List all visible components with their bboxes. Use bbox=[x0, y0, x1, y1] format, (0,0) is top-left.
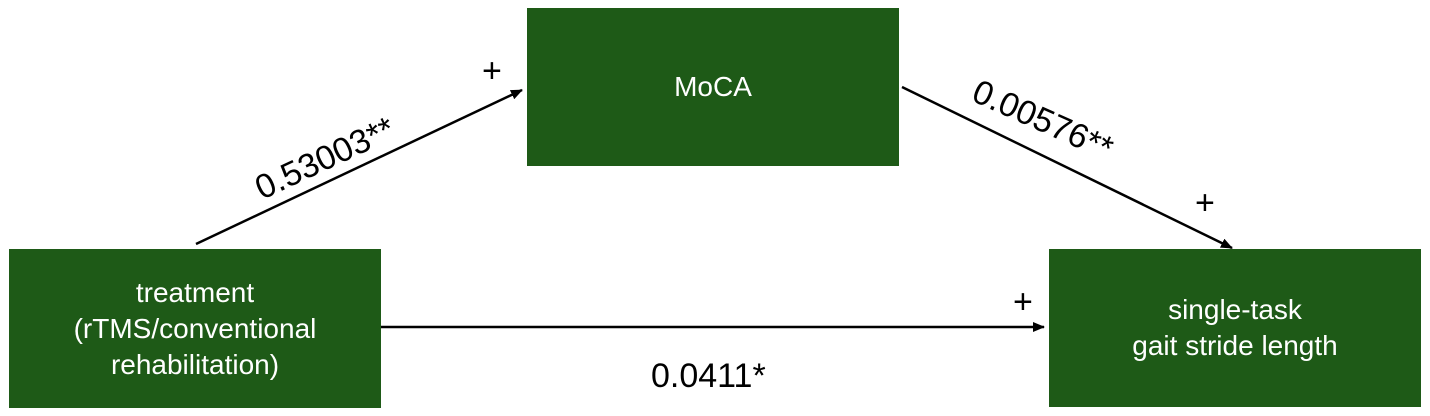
node-gait-stride-length: single-task gait stride length bbox=[1049, 249, 1421, 407]
sign-treatment-to-moca: + bbox=[482, 52, 502, 90]
sign-moca-to-gait: + bbox=[1195, 184, 1215, 222]
node-treatment-line-1: treatment bbox=[135, 276, 255, 308]
node-treatment: treatment (rTMS/conventional rehabilitat… bbox=[9, 249, 381, 408]
coef-treatment-to-gait: 0.0411* bbox=[651, 357, 766, 395]
coef-moca-to-gait: 0.00576** bbox=[967, 73, 1119, 168]
edge-moca-to-gait bbox=[901, 85, 1233, 250]
edge-treatment-to-moca bbox=[195, 88, 523, 246]
node-treatment-line-2: (rTMS/conventional bbox=[73, 312, 317, 344]
sign-treatment-to-gait: + bbox=[1013, 283, 1033, 321]
node-gait-line-1: single-task bbox=[1168, 294, 1302, 325]
node-gait-line-2: gait stride length bbox=[1132, 330, 1338, 361]
node-moca-label: MoCA bbox=[674, 71, 752, 102]
node-moca: MoCA bbox=[527, 8, 899, 166]
node-treatment-line-3: rehabilitation) bbox=[110, 348, 280, 380]
